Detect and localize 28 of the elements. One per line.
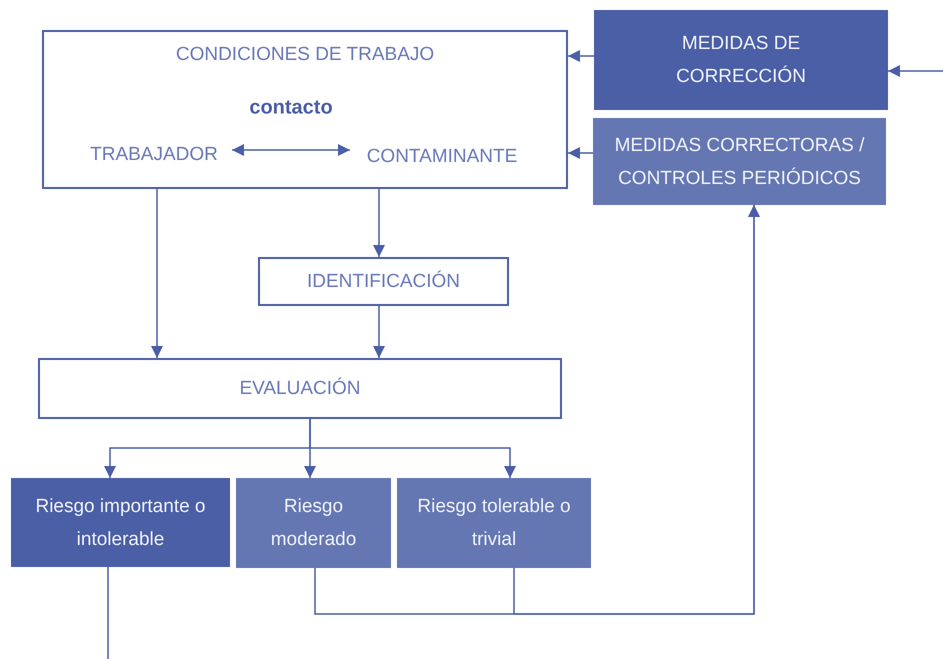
node-text: MEDIDAS DE CORRECCIÓN [675,32,807,89]
result-box [397,478,591,568]
arrow [151,189,163,358]
node-text: IDENTIFICACIÓN [306,270,462,294]
arrow [888,65,943,77]
process-box [258,257,509,306]
result-box [11,478,230,567]
node-text: Riesgo importante o intolerable [34,494,207,552]
result-box [594,10,888,110]
connector-line [107,567,109,659]
node-label: TRABAJADOR [90,142,218,166]
process-box [38,358,562,419]
node-label: CONTAMINANTE [366,144,518,168]
node-text: Riesgo moderado [270,495,358,552]
arrow [568,147,593,159]
arrow [513,205,760,615]
node-text: MEDIDAS CORRECTORAS / CONTROLES PERIÓDICOS [614,134,866,190]
process-box [42,30,568,189]
node-text: CONDICIONES DE TRABAJO [174,43,436,67]
arrow [232,144,350,156]
result-box [593,118,886,205]
arrow [373,189,385,257]
arrow [309,419,516,478]
node-text: EVALUACIÓN [238,376,362,401]
result-box [236,478,391,568]
node-text: Riesgo tolerable o trivial [416,495,572,552]
arrow [568,50,594,62]
arrow [373,306,385,358]
